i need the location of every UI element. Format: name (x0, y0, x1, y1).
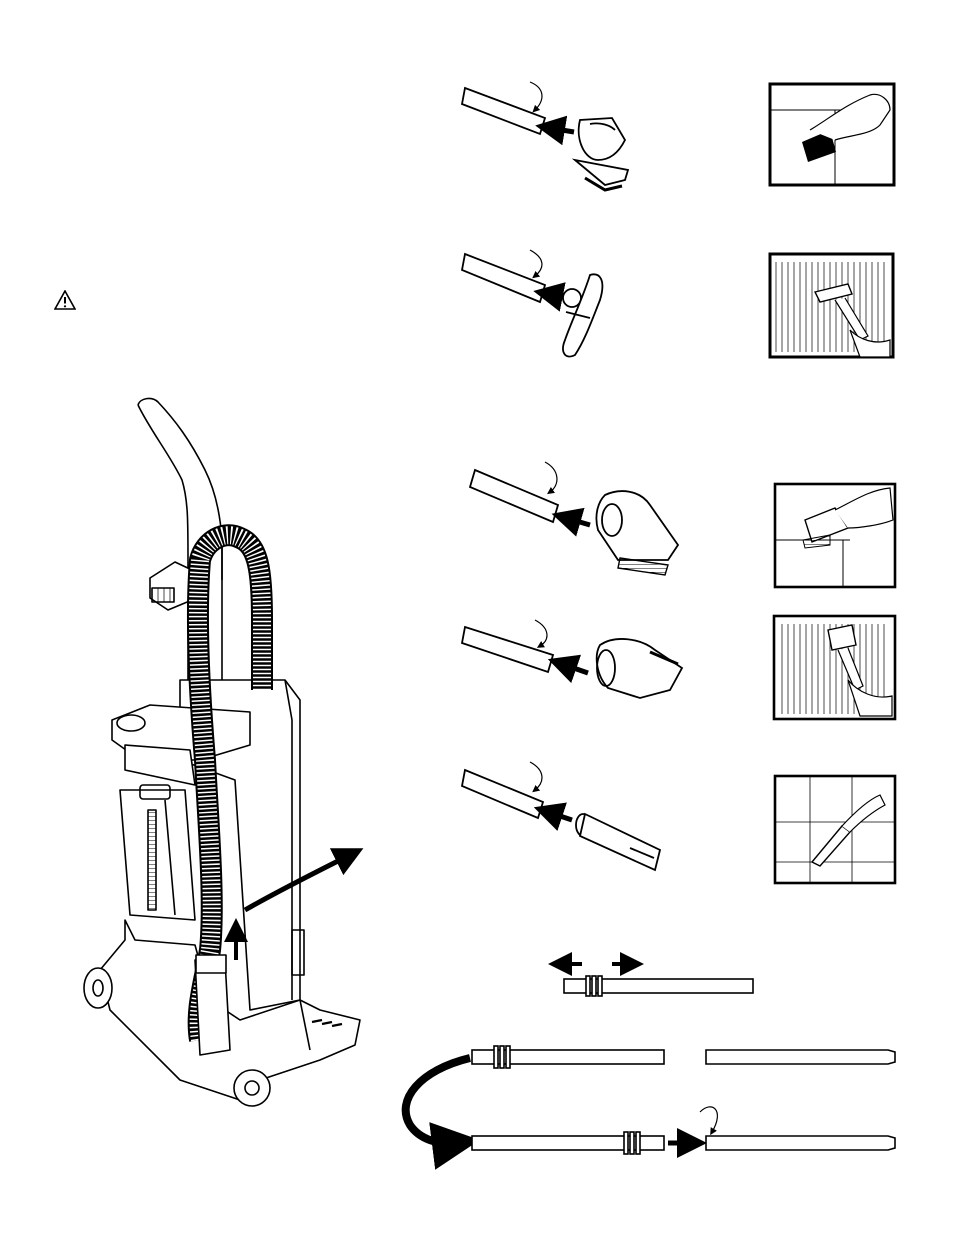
dusting-brush-scene (770, 84, 894, 185)
wand-assembly-diagram (406, 1046, 895, 1154)
dusting-brush-attach (462, 82, 628, 190)
upholstery-curtain-scene (770, 254, 893, 357)
upholstery-tool-attach (462, 250, 602, 357)
wand-release-diagram (560, 964, 753, 996)
dusting-brush-bristles-scene (775, 484, 895, 587)
upholstery-nozzle-attach (462, 620, 682, 698)
crevice-tool-attach (462, 762, 660, 870)
upholstery-nozzle-curtain-scene (774, 616, 895, 719)
crevice-tool-floor-scene (775, 776, 895, 883)
dusting-brush-bristles-out-attach (470, 462, 678, 575)
upright-vacuum-with-hose (84, 398, 360, 1106)
